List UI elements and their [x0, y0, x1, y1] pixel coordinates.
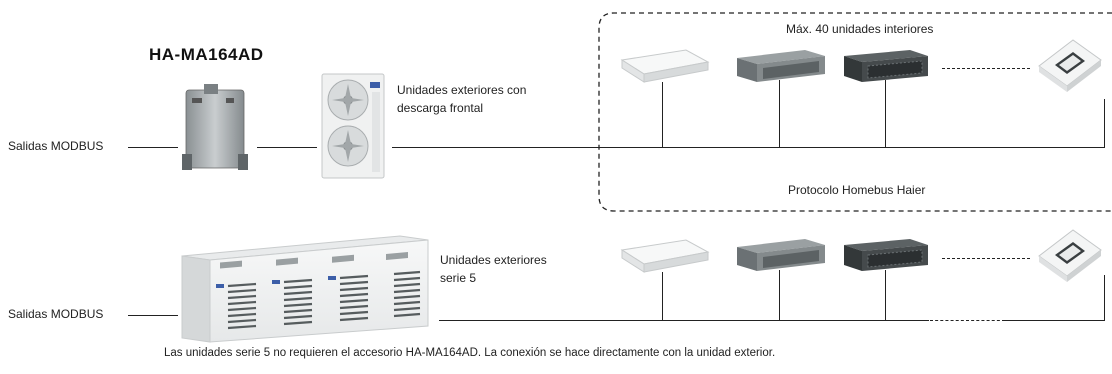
gateway-device-icon [182, 84, 250, 172]
protocol-label: Protocolo Homebus Haier [788, 183, 926, 197]
top-drop-1 [662, 82, 663, 147]
bottom-modbus-line [128, 315, 178, 316]
ceiling-unit-icon [616, 46, 712, 88]
max-units-label: Máx. 40 unidades interiores [786, 22, 934, 36]
top-drop-2 [779, 80, 780, 147]
top-bus-line [392, 147, 1105, 148]
bottom-modbus-label: Salidas MODBUS [8, 307, 104, 321]
bottom-drop-3 [885, 270, 886, 320]
cassette-unit-icon [1035, 224, 1105, 284]
vrf-outdoor-units-icon [180, 226, 430, 344]
diagram-title: HA-MA164AD [149, 45, 264, 64]
duct-unit-dark-icon [840, 46, 932, 86]
duct-unit-dark-icon [840, 235, 932, 275]
duct-unit-icon [733, 235, 829, 275]
duct-unit-icon [733, 46, 829, 86]
top-outdoor-label-line1: Unidades exteriores con [397, 83, 527, 97]
bottom-outdoor-label-line2: serie 5 [440, 271, 477, 285]
ceiling-unit-icon [616, 236, 712, 278]
outdoor-unit-icon [320, 72, 386, 180]
top-drop-3 [885, 80, 886, 147]
bottom-bus-end-segment [1005, 320, 1105, 321]
bottom-drop-1 [662, 272, 663, 320]
bottom-bus-line [439, 320, 929, 321]
top-modbus-label: Salidas MODBUS [8, 139, 104, 153]
bottom-continuation-dashes [942, 258, 1030, 259]
bottom-bus-end-line [1104, 275, 1105, 321]
top-bus-end-line [1104, 99, 1105, 148]
top-modbus-line [128, 147, 178, 148]
cassette-unit-icon [1035, 34, 1105, 94]
bottom-outdoor-label-line1: Unidades exteriores [440, 253, 547, 267]
gateway-to-outdoor-line [257, 147, 317, 148]
bottom-bus-dashes [930, 320, 1005, 321]
footnote: Las unidades serie 5 no requieren el acc… [164, 347, 776, 359]
bottom-outdoor-label: Unidades exteriores serie 5 [440, 251, 547, 287]
top-outdoor-label: Unidades exteriores con descarga frontal [397, 81, 526, 117]
top-outdoor-label-line2: descarga frontal [397, 101, 484, 115]
top-continuation-dashes [942, 68, 1030, 69]
bottom-drop-2 [779, 270, 780, 320]
indoor-group-boundary [596, 10, 1112, 215]
